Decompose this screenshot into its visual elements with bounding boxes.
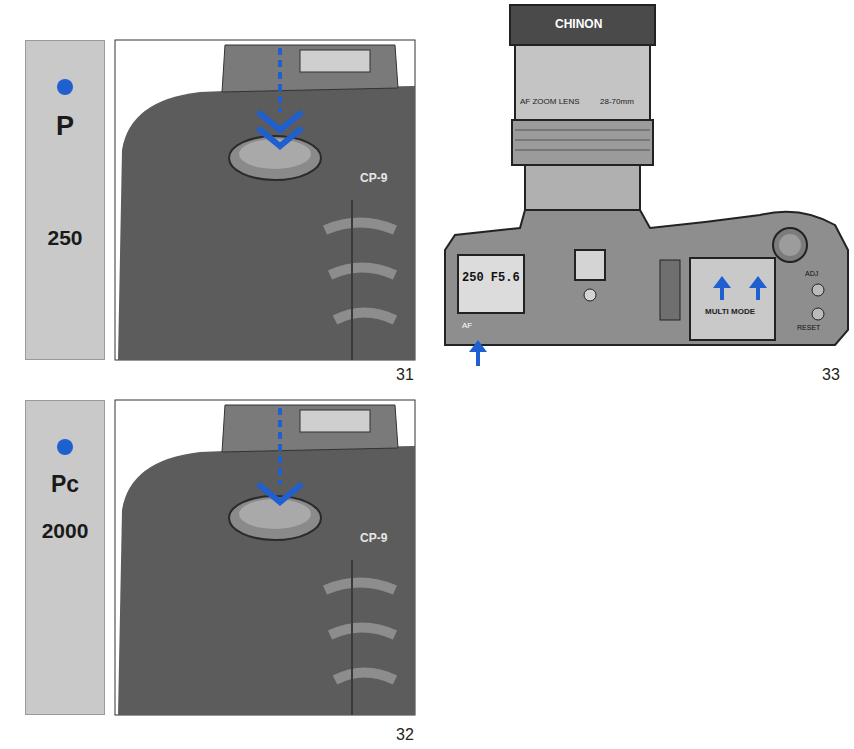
- button-label: AF: [462, 322, 472, 331]
- button-label: RESET: [797, 324, 820, 332]
- mode-band: Pc 2000: [25, 400, 105, 715]
- brand-mark: CHINON: [555, 18, 602, 31]
- shutter-figure: [115, 40, 415, 360]
- shutter-figure: [115, 400, 415, 715]
- figure-number: 31: [396, 366, 414, 384]
- lens-marking: AF ZOOM LENS: [520, 98, 580, 107]
- mode-symbol: P: [26, 111, 104, 142]
- mode-symbol: Pc: [26, 471, 104, 498]
- lens-marking: 28-70mm: [600, 98, 634, 107]
- figure-number: 33: [822, 366, 840, 384]
- camera-top-view: [445, 5, 848, 366]
- figure-number: 32: [396, 726, 414, 744]
- shutter-speed: 250: [26, 226, 104, 250]
- button-label: ADJ: [805, 270, 818, 278]
- lcd-readout: 250 F5.6: [462, 272, 520, 285]
- shutter-speed: 2000: [26, 519, 104, 543]
- panel-label: MULTI MODE: [705, 308, 755, 317]
- model-mark: CP-9: [360, 532, 387, 545]
- mode-band: P 250: [25, 40, 105, 360]
- indicator-dot: [57, 439, 73, 455]
- model-mark: CP-9: [360, 172, 387, 185]
- indicator-dot: [57, 79, 73, 95]
